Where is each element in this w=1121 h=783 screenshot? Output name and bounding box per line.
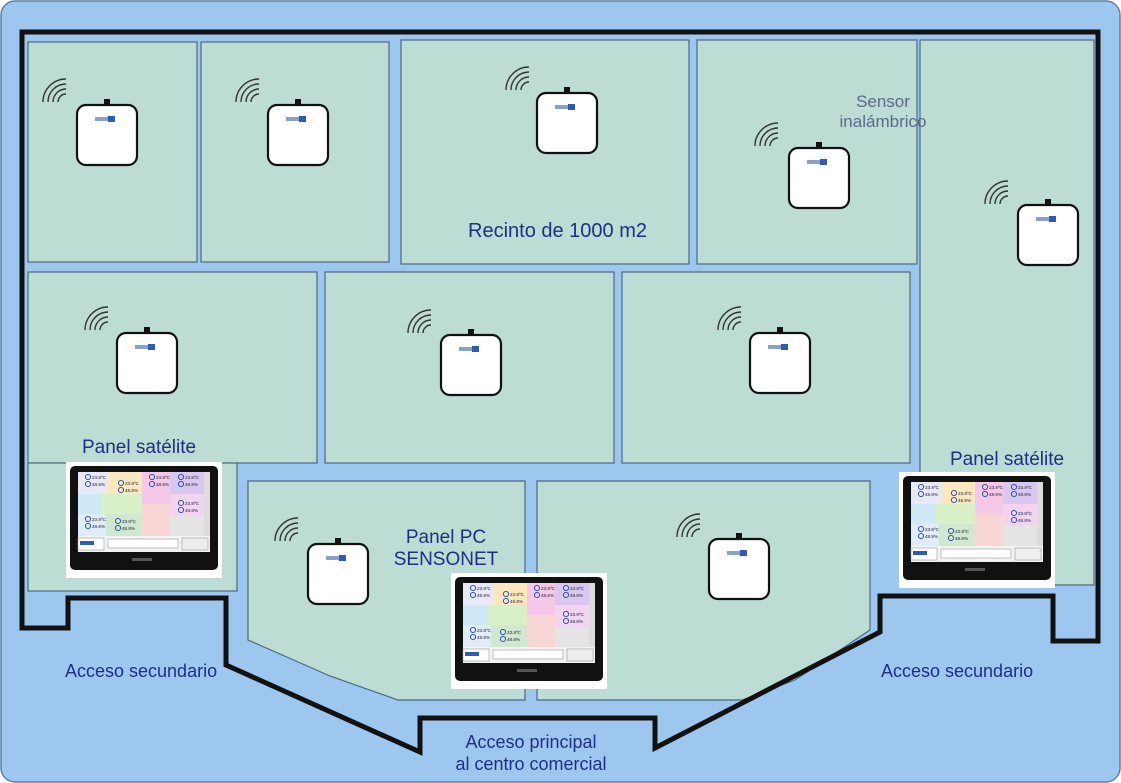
panel-temp-reading: 23.8ºC <box>541 586 556 591</box>
panel-readings: 23.8ºC 48.8% 23.8ºC 48.8% 23.8ºC 48.8% 23.8ºC 4… <box>469 584 585 643</box>
sensor-device <box>75 97 139 167</box>
panel-temp-reading: 23.8ºC <box>125 481 140 486</box>
panel-humidity-reading: 48.8% <box>541 593 554 598</box>
panel-humidity-reading: 48.8% <box>570 619 583 624</box>
panel-temp-reading: 23.8ºC <box>925 485 940 490</box>
pc-panel: 23.8ºC 48.8% 23.8ºC 48.8% 23.8ºC 48.8% 23.8ºC 4… <box>450 572 608 690</box>
panel-humidity-reading: 48.8% <box>156 482 169 487</box>
panel-humidity-reading: 48.8% <box>1018 492 1031 497</box>
panel-humidity-reading: 48.8% <box>477 635 490 640</box>
sensor-device <box>787 140 851 210</box>
panel-humidity-reading: 48.8% <box>477 593 490 598</box>
sensor-device <box>748 325 812 395</box>
panel-temp-reading: 23.8ºC <box>958 491 973 496</box>
panel-humidity-reading: 48.8% <box>122 526 135 531</box>
panel-temp-reading: 23.8ºC <box>510 592 525 597</box>
panel-temp-reading: 23.8ºC <box>570 612 585 617</box>
satellite-panel-left: 23.8ºC 48.8% 23.8ºC 48.8% 23.8ºC 48.8% 23.8ºC 4… <box>65 461 223 579</box>
satellite-panel-right: 23.8ºC 48.8% 23.8ºC 48.8% 23.8ºC 48.8% 23.8ºC 4… <box>898 471 1056 589</box>
panel-temp-reading: 23.8ºC <box>156 475 171 480</box>
panel-temp-reading: 23.8ºC <box>92 475 107 480</box>
panel-humidity-reading: 48.8% <box>925 534 938 539</box>
panel-humidity-reading: 48.8% <box>1018 518 1031 523</box>
panel-temp-reading: 23.8ºC <box>1018 485 1033 490</box>
sensor-device <box>115 325 179 395</box>
panel-readings: 23.8ºC 48.8% 23.8ºC 48.8% 23.8ºC 48.8% 23.8ºC 4… <box>917 483 1033 542</box>
panel-temp-reading: 23.8ºC <box>92 517 107 522</box>
room-area-label: Recinto de 1000 m2 <box>468 220 648 242</box>
sensor-device <box>306 536 370 606</box>
panel-temp-reading: 23.8ºC <box>507 630 522 635</box>
panel-temp-reading: 23.8ºC <box>477 628 492 633</box>
panel-temp-reading: 23.8ºC <box>925 527 940 532</box>
panel-humidity-reading: 48.8% <box>989 492 1002 497</box>
sensor-device <box>439 327 503 397</box>
panel-temp-reading: 23.8ºC <box>477 586 492 591</box>
panel-humidity-reading: 48.8% <box>925 492 938 497</box>
outer-wall <box>19 29 1101 756</box>
panel-humidity-reading: 48.8% <box>955 536 968 541</box>
main-access-label: Acceso principal al centro comercial <box>455 732 607 774</box>
panel-temp-reading: 23.8ºC <box>955 529 970 534</box>
panel-humidity-reading: 48.8% <box>510 599 523 604</box>
panel-humidity-reading: 48.8% <box>507 637 520 642</box>
sensor-label: Sensor inalámbrico <box>839 92 927 131</box>
room-11 <box>536 480 871 701</box>
satellite-panel-left-label: Panel satélite <box>82 437 197 458</box>
panel-humidity-reading: 48.8% <box>185 508 198 513</box>
secondary-access-right-label: Acceso secundario <box>881 661 1034 681</box>
sensor-device <box>1016 197 1080 267</box>
secondary-access-left-label: Acceso secundario <box>65 661 218 681</box>
panel-temp-reading: 23.8ºC <box>570 586 585 591</box>
sensor-device <box>535 85 599 155</box>
sensor-device <box>266 97 330 167</box>
panel-temp-reading: 23.8ºC <box>1018 511 1033 516</box>
panel-temp-reading: 23.8ºC <box>185 501 200 506</box>
panel-temp-reading: 23.8ºC <box>989 485 1004 490</box>
panel-readings: 23.8ºC 48.8% 23.8ºC 48.8% 23.8ºC 48.8% 23.8ºC 4… <box>84 473 200 532</box>
panel-humidity-reading: 48.8% <box>125 488 138 493</box>
panel-humidity-reading: 48.8% <box>570 593 583 598</box>
panel-temp-reading: 23.8ºC <box>185 475 200 480</box>
sensor-device <box>707 531 771 601</box>
panel-temp-reading: 23.8ºC <box>122 519 137 524</box>
panel-humidity-reading: 48.8% <box>958 498 971 503</box>
panel-humidity-reading: 48.8% <box>92 482 105 487</box>
panel-humidity-reading: 48.8% <box>92 524 105 529</box>
panel-humidity-reading: 48.8% <box>185 482 198 487</box>
pc-panel-label: Panel PC SENSONET <box>393 527 499 570</box>
satellite-panel-right-label: Panel satélite <box>950 449 1065 470</box>
